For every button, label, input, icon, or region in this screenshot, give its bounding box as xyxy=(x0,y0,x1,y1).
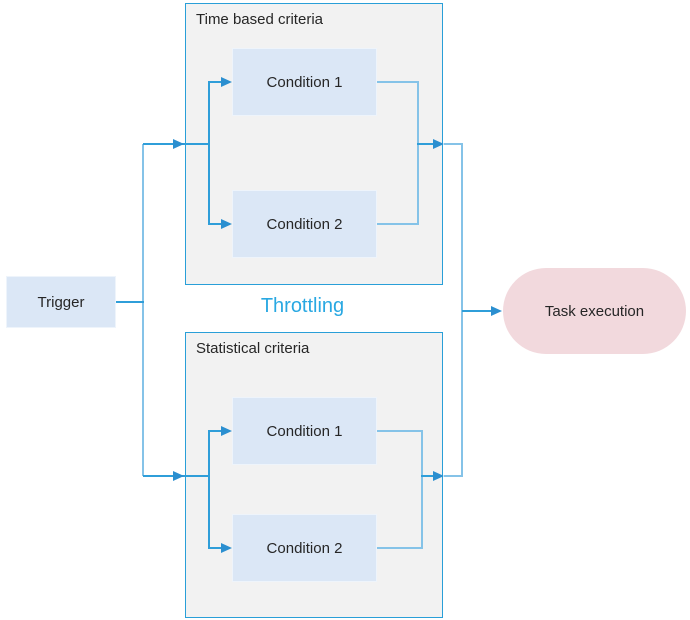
stat-condition-1-label: Condition 1 xyxy=(266,422,343,440)
stat-condition-2-label: Condition 2 xyxy=(266,539,343,557)
node-time-condition-1: Condition 1 xyxy=(232,48,377,116)
time-condition-1-label: Condition 1 xyxy=(266,73,343,91)
node-task-execution: Task execution xyxy=(503,268,686,354)
node-time-condition-2: Condition 2 xyxy=(232,190,377,258)
node-trigger: Trigger xyxy=(6,276,116,328)
task-execution-label: Task execution xyxy=(544,302,645,320)
node-stat-condition-1: Condition 1 xyxy=(232,397,377,465)
trigger-label: Trigger xyxy=(37,293,85,311)
throttling-label: Throttling xyxy=(260,295,345,317)
arrowhead-task-execution xyxy=(491,306,502,316)
arrowhead-into-stat-group xyxy=(173,471,184,481)
group-title-statistical: Statistical criteria xyxy=(196,340,310,357)
time-condition-2-label: Condition 2 xyxy=(266,215,343,233)
arrowhead-into-time-group xyxy=(173,139,184,149)
node-stat-condition-2: Condition 2 xyxy=(232,514,377,582)
connector-right-trunk xyxy=(444,143,463,477)
group-title-time-based: Time based criteria xyxy=(196,11,323,28)
